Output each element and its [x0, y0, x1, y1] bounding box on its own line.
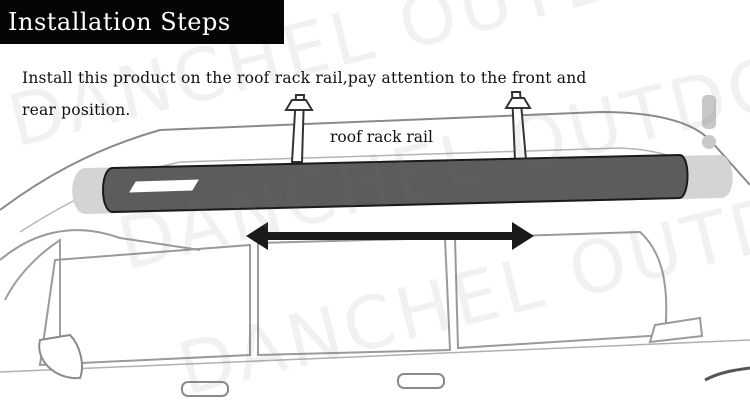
car-rear-bumper [704, 366, 750, 382]
roof-rack-bar-front [290, 94, 306, 163]
car-front-window [38, 243, 251, 367]
roof-rack-bar-rear-base [504, 97, 532, 109]
roof-rack-bar-front-base [284, 99, 314, 111]
car-pillar-front [4, 238, 61, 345]
double-arrow-icon [246, 222, 534, 250]
exclamation-mark-icon [702, 95, 716, 149]
installation-instructions: Install this product on the roof rack ra… [22, 62, 722, 126]
car-door-handle-front [181, 381, 229, 397]
car-rear-window [453, 230, 668, 350]
car-windshield [0, 229, 201, 261]
awning-label [129, 179, 199, 193]
awning-body [102, 153, 689, 214]
car-door-handle-rear [397, 373, 445, 389]
car-belt-line [0, 339, 750, 373]
instruction-line-2: rear position. [22, 101, 131, 119]
car-tail-light [648, 316, 704, 344]
roof-rack-rail-label: roof rack rail [330, 128, 433, 146]
car-side-mirror [38, 333, 83, 380]
car-roof-outline [0, 110, 750, 211]
instruction-line-1: Install this product on the roof rack ra… [22, 69, 587, 87]
car-middle-window [257, 236, 452, 357]
page-title: Installation Steps [0, 0, 284, 44]
